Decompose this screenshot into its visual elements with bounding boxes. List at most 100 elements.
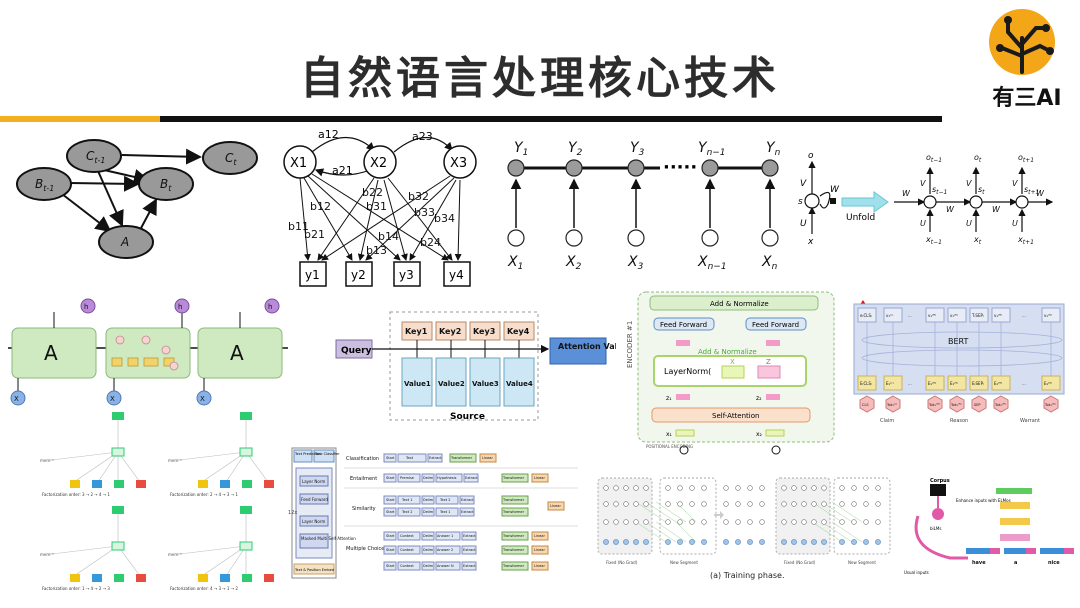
bert-embedding-label: E₍SEP₎ [972, 381, 984, 386]
xlnet-x-node [114, 574, 124, 582]
xlnet-x-node [264, 574, 274, 582]
rnn-o-label: ot−1 [926, 153, 942, 164]
lstm-gate [111, 357, 123, 367]
xlnet-caption: Factorization order: 1 → 4 → 2 → 3 [42, 586, 110, 591]
usual-inputs-label: Usual inputs [904, 570, 929, 575]
lstm-h-node [264, 298, 280, 314]
bert-input-token [859, 395, 875, 413]
crf-y-node [761, 159, 779, 177]
bert-input-label: SEP [974, 403, 981, 407]
svg-text:Text 1: Text 1 [439, 510, 450, 514]
bert-embedding [925, 375, 945, 391]
bayes-node [66, 139, 122, 173]
bilm-label: biLMs [930, 526, 941, 531]
elmo-vector [1026, 548, 1036, 554]
bayes-label: Bt [160, 177, 172, 193]
rnn-u-label: U [800, 219, 807, 229]
elmo-output-bar [996, 488, 1032, 494]
xl-caption: New Segment [848, 560, 876, 565]
svg-text:Linear: Linear [534, 476, 545, 480]
value-box [503, 357, 535, 407]
enhance-label: Enhance inputs with ELMos [956, 498, 1011, 503]
elmo-layer [1000, 534, 1030, 541]
bert-token-label: v₁⁽ᶜ⁾ [886, 313, 893, 318]
bert-token-label: ... [908, 313, 912, 318]
lstm-chain-diagram: A A h h h X X X [8, 298, 288, 406]
hmm-emission-label: b31 [366, 200, 387, 213]
svg-text:Answer N: Answer N [437, 564, 454, 568]
gpt-output-label: Text Prediction [294, 452, 321, 456]
next-step-arrow-icon [714, 511, 724, 519]
crf-x-node [507, 229, 525, 247]
rnn-u-label: U [920, 219, 926, 228]
bert-input-token [927, 395, 943, 413]
rnn-x-label: xt [973, 235, 982, 246]
key-label: Key1 [405, 327, 428, 336]
svg-text:Start: Start [386, 456, 395, 460]
svg-text:Hypothesis: Hypothesis [437, 476, 457, 480]
xlnet-x-node [136, 480, 146, 488]
feed-forward-label: Feed Forward [660, 321, 707, 329]
elmo-word-label: have [972, 560, 986, 566]
bert-input-token [949, 395, 965, 413]
svg-text:Context: Context [400, 548, 414, 552]
xlnet-x-node [70, 480, 80, 488]
value-box [469, 357, 501, 407]
svg-text:Text 1: Text 1 [401, 498, 412, 502]
svg-text:Transformer: Transformer [502, 534, 525, 538]
gpt-layer [299, 515, 329, 527]
hmm-state [283, 145, 317, 179]
lstm-h-node [174, 298, 190, 314]
rnn-w-label: W [992, 205, 1001, 214]
bert-segment-label: Reason [950, 418, 968, 424]
xlnet-x-node [242, 480, 252, 488]
svg-text:Delim: Delim [423, 476, 434, 480]
attention-diagram: Query Key1 Key2 Key3 Key4 Value1 Value2 … [335, 311, 616, 422]
bayes-label: Bt-1 [35, 177, 54, 193]
bert-input-token [971, 395, 987, 413]
feed-forward-box [653, 317, 715, 331]
xlnet-x-node [198, 480, 208, 488]
logo-text: 有三AI [992, 86, 1062, 111]
gpt-task-label: Similarity [352, 506, 376, 512]
lstm-op [169, 361, 179, 371]
lstm-x-node [10, 390, 26, 406]
rnn-node [1015, 195, 1029, 209]
xlnet-h-node [112, 506, 124, 514]
lstm-x-label: X [14, 395, 19, 403]
value-label: Value2 [438, 380, 465, 388]
corpus-book-icon [930, 484, 946, 496]
svg-text:Delim: Delim [423, 498, 434, 502]
crf-diagram: ····· Y1 Y2 Y3 Yn−1 Yn X1 X2 X3 Xn−1 Xn [507, 140, 781, 272]
source-label: Source [450, 412, 485, 422]
rnn-s-label: st−1 [932, 185, 947, 196]
hmm-emission-label: b34 [434, 212, 455, 225]
xlnet-mem-label: mem⁽⁰⁾ [40, 458, 54, 463]
key-label: Key3 [473, 327, 495, 336]
svg-text:Transformer: Transformer [502, 498, 525, 502]
x-matrix-label: X [730, 358, 735, 366]
svg-text:Extract: Extract [463, 534, 476, 538]
hmm-state [363, 145, 397, 179]
svg-text:Transformer: Transformer [502, 548, 525, 552]
pos-encoding-icon [679, 445, 689, 455]
rnn-o-label: ot+1 [1018, 153, 1034, 164]
rnn-v-label: V [800, 179, 807, 189]
xl-caption: New Segment [670, 560, 698, 565]
word-vector [966, 548, 990, 554]
bert-input-token [993, 395, 1009, 413]
crf-ellipsis: ····· [663, 157, 697, 178]
rnn-node [804, 193, 820, 209]
crf-y-label: Y2 [568, 140, 583, 158]
gpt-embed-label: Text & Position Embed [294, 568, 334, 572]
bert-token-label: T₍SEP₎ [971, 313, 984, 318]
lstm-x-label: X [200, 395, 205, 403]
svg-text:Text 2: Text 2 [439, 498, 450, 502]
elmo-vector [1064, 548, 1074, 554]
transformer-xl-diagram: Fixed (No Grad) New Segment Fixed (No Gr… [597, 477, 891, 580]
xlnet-mem-label: mem⁽⁰⁾ [168, 458, 182, 463]
svg-text:Transformer: Transformer [502, 564, 525, 568]
svg-text:Transformer: Transformer [502, 510, 525, 514]
hmm-emission-label: b21 [304, 228, 325, 241]
rnn-delay-icon [830, 198, 836, 204]
